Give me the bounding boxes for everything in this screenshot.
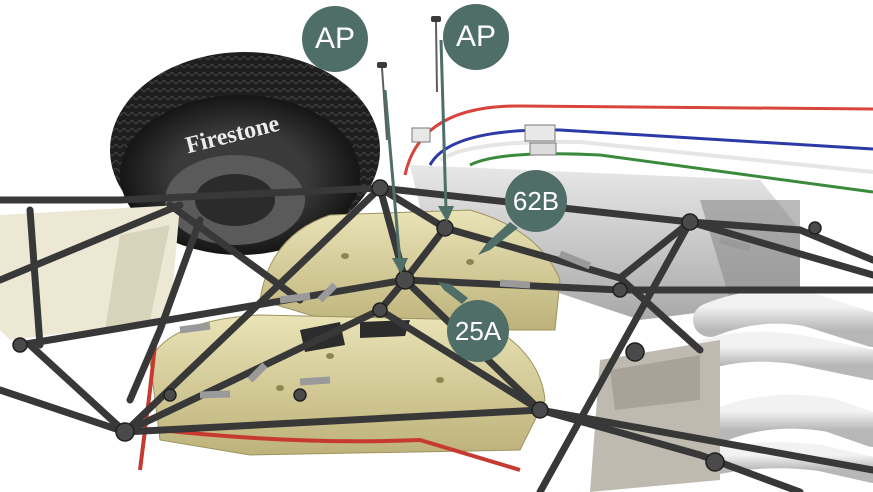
arrow-62b	[478, 222, 518, 255]
arrow-ap-right-shaft	[439, 39, 448, 211]
front-tire: Firestone	[110, 52, 380, 255]
arrow-25a	[438, 282, 468, 304]
arrow-ap-left-shaft	[383, 89, 402, 263]
wire-red	[403, 104, 873, 176]
callout-ap-left-label: AP	[314, 22, 356, 55]
callout-25a-label: 25A	[454, 315, 502, 346]
arrow-ap-right-head	[438, 206, 454, 222]
frame-nodes	[12, 179, 822, 472]
callout-ap-right-label: AP	[455, 20, 497, 53]
left-radiator-panel	[0, 205, 180, 340]
callout-ap-right: AP	[443, 4, 509, 70]
wiring-harness	[0, 104, 873, 264]
wire-green	[469, 152, 873, 194]
callout-25a: 25A	[447, 300, 509, 362]
wire-connectors	[411, 124, 557, 156]
pointer-arrows	[383, 39, 518, 304]
wire-white	[438, 139, 873, 174]
arrow-ap-left-head	[392, 258, 408, 274]
red-fuel-lines	[138, 344, 521, 472]
screw-ap-left	[377, 62, 388, 141]
callout-ap-left: AP	[302, 6, 368, 72]
callout-62b: 62B	[505, 170, 567, 232]
callout-62b-label: 62B	[512, 185, 560, 216]
frame-tube-bands	[179, 236, 751, 399]
screw-ap-right	[431, 16, 441, 93]
